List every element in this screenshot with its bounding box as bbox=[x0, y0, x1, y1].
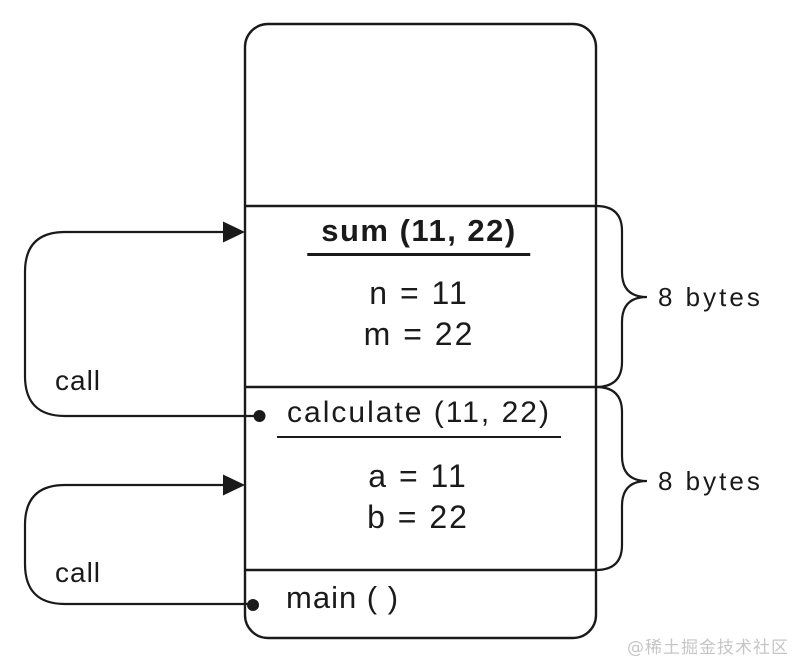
frame-title-calculate: calculate (11, 22) bbox=[277, 396, 561, 438]
size-brace-icon-2 bbox=[595, 385, 648, 572]
frame-title-main: main ( ) bbox=[286, 580, 400, 615]
call-origin-dot-icon-1 bbox=[253, 410, 266, 422]
frame-sum-var-m: m = 22 bbox=[363, 316, 475, 352]
frame-calculate-var-a: a = 11 bbox=[368, 458, 468, 494]
call-label-2: call bbox=[55, 557, 102, 588]
stack-outline bbox=[243, 22, 598, 640]
call-loop-1 bbox=[23, 230, 259, 418]
frame-title-sum: sum (11, 22) bbox=[307, 213, 531, 256]
frame-sum-var-n: n = 11 bbox=[369, 275, 469, 311]
size-label-sum: 8 bytes bbox=[658, 282, 763, 312]
call-label-1: call bbox=[55, 365, 102, 396]
size-label-calculate: 8 bytes bbox=[658, 466, 763, 496]
call-arrowhead-icon-1 bbox=[223, 221, 245, 243]
frame-calculate-var-b: b = 22 bbox=[367, 499, 469, 535]
call-loop-2 bbox=[23, 483, 253, 606]
watermark: @稀土掘金技术社区 bbox=[627, 638, 789, 658]
call-arrowhead-icon-2 bbox=[223, 474, 245, 496]
size-brace-icon-1 bbox=[595, 204, 648, 389]
call-origin-dot-icon-2 bbox=[247, 599, 259, 611]
